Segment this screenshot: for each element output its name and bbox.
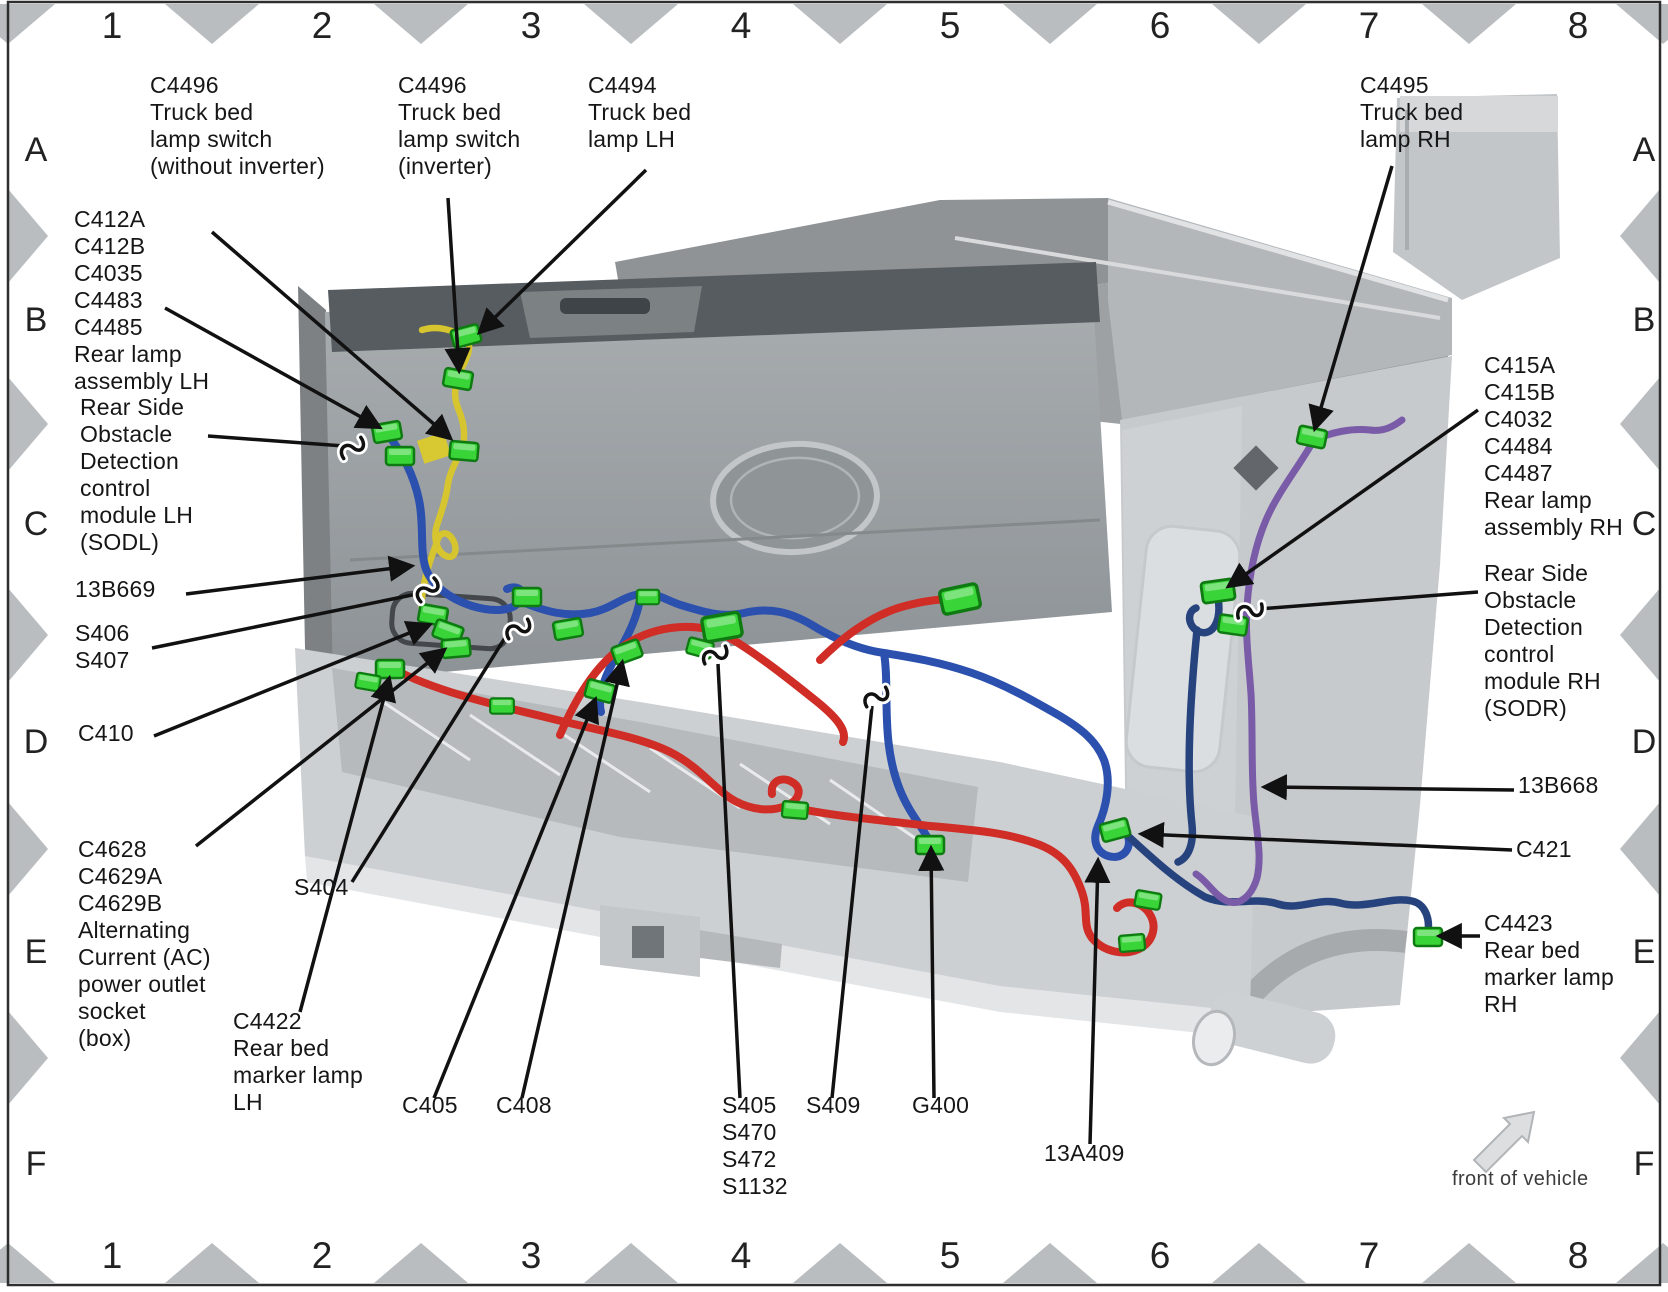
- callout-c408: C408: [496, 1092, 552, 1118]
- callout-leader-lines: [151, 165, 1515, 1145]
- callout-sodl-module: Rear Side Obstacle Detection control mod…: [80, 394, 194, 555]
- grid-col-top-7: 7: [1358, 5, 1380, 46]
- callout-ac-power-outlet-socket: C4628 C4629A C4629B Alternating Current …: [78, 836, 211, 1051]
- truck-rear-illustration: [295, 94, 1560, 1067]
- grid-col-bottom-7: 7: [1358, 1235, 1380, 1276]
- callout-s406-s407: S406 S407: [75, 620, 130, 673]
- callout-c4422-rear-bed-marker-lamp-lh: C4422 Rear bed marker lamp LH: [233, 1008, 364, 1115]
- front-of-vehicle-arrow-icon: [1472, 1110, 1536, 1174]
- callout-c405: C405: [402, 1092, 458, 1118]
- callout-c4423-rear-bed-marker-lamp-rh: C4423 Rear bed marker lamp RH: [1484, 910, 1615, 1017]
- grid-col-top-4: 4: [730, 5, 752, 46]
- grid-row-right-b: B: [1632, 301, 1656, 339]
- callout-13b668: 13B668: [1518, 772, 1599, 798]
- grid-col-bottom-5: 5: [939, 1235, 961, 1276]
- grid-col-bottom-1: 1: [101, 1235, 123, 1276]
- callout-s409: S409: [806, 1092, 861, 1118]
- grid-row-left-a: A: [24, 131, 48, 169]
- grid-row-left-c: C: [23, 505, 49, 543]
- grid-row-left-e: E: [24, 933, 48, 971]
- grid-row-left-d: D: [23, 723, 49, 761]
- grid-row-right-d: D: [1631, 723, 1657, 761]
- grid-col-bottom-6: 6: [1149, 1235, 1171, 1276]
- harness-purple-13b668: [1192, 416, 1406, 906]
- grid-row-left-f: F: [25, 1145, 47, 1183]
- callout-c4495-truck-bed-lamp-rh: C4495 Truck bed lamp RH: [1360, 72, 1464, 152]
- callout-13a409: 13A409: [1044, 1140, 1125, 1166]
- callout-c410: C410: [78, 720, 134, 746]
- callout-13b669: 13B669: [75, 576, 156, 602]
- grid-col-top-8: 8: [1567, 5, 1589, 46]
- grid-triangle-markers: [0, 4, 1668, 1283]
- front-of-vehicle-label: front of vehicle: [1452, 1168, 1589, 1190]
- callout-sodr-module: Rear Side Obstacle Detection control mod…: [1484, 560, 1601, 721]
- callout-c4496-without-inverter: C4496 Truck bed lamp switch (without inv…: [150, 72, 325, 179]
- callout-rear-lamp-assembly-rh: C415A C415B C4032 C4484 C4487 Rear lamp …: [1484, 352, 1623, 540]
- grid-row-right-c: C: [1631, 505, 1657, 543]
- grid-col-top-6: 6: [1149, 5, 1171, 46]
- grid-col-top-1: 1: [101, 5, 123, 46]
- grid-col-bottom-2: 2: [311, 1235, 333, 1276]
- grid-col-bottom-8: 8: [1567, 1235, 1589, 1276]
- callout-c4496-inverter: C4496 Truck bed lamp switch (inverter): [398, 72, 521, 179]
- callout-g400: G400: [912, 1092, 970, 1118]
- callout-c421: C421: [1516, 836, 1572, 862]
- grid-col-top-5: 5: [939, 5, 961, 46]
- grid-row-right-a: A: [1632, 131, 1656, 169]
- callout-s405-s470-s472-s1132: S405 S470 S472 S1132: [722, 1092, 788, 1199]
- grid-col-bottom-4: 4: [730, 1235, 752, 1276]
- grid-col-top-3: 3: [520, 5, 542, 46]
- grid-col-bottom-3: 3: [520, 1235, 542, 1276]
- grid-row-right-f: F: [1633, 1145, 1655, 1183]
- callout-rear-lamp-assembly-lh: C412A C412B C4035 C4483 C4485 Rear lamp …: [74, 206, 210, 394]
- grid-row-right-e: E: [1632, 933, 1656, 971]
- callout-c4494-truck-bed-lamp-lh: C4494 Truck bed lamp LH: [588, 72, 692, 152]
- callout-s404: S404: [294, 874, 349, 900]
- grid-col-top-2: 2: [311, 5, 333, 46]
- grid-row-left-b: B: [24, 301, 48, 339]
